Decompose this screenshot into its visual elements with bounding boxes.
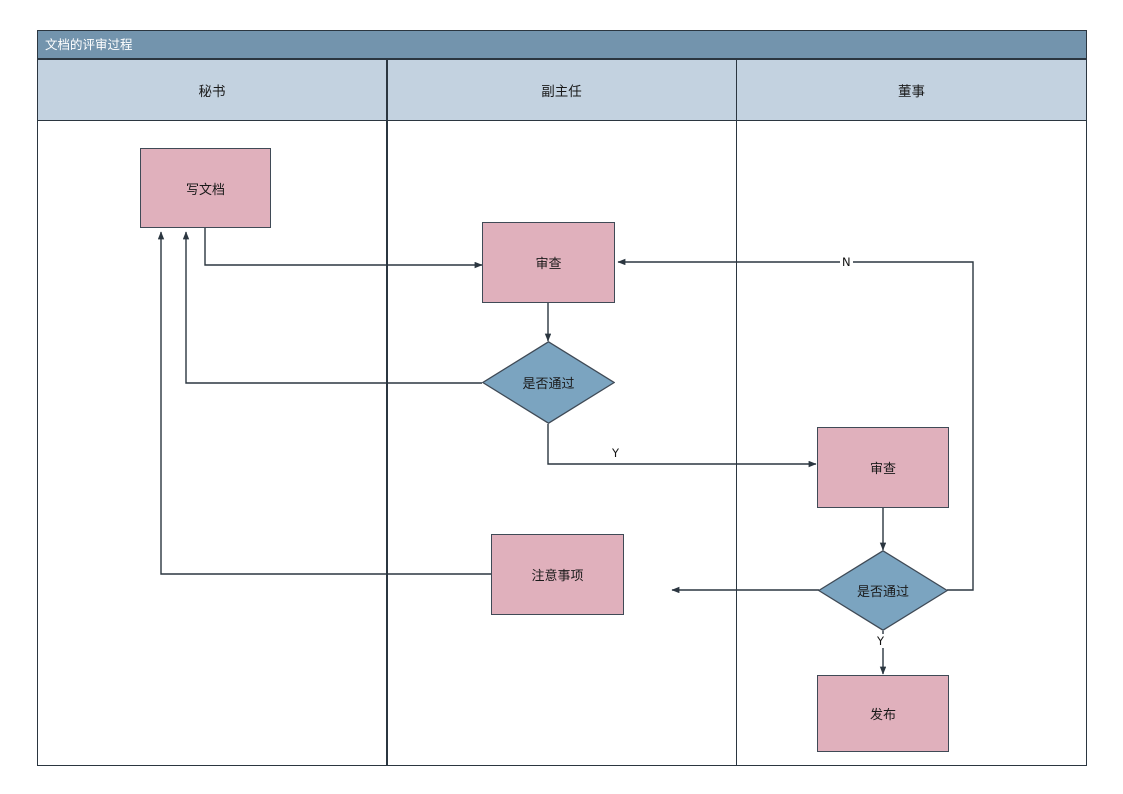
- lane-header-deputy-director[interactable]: 副主任: [386, 59, 737, 121]
- lane-header-director[interactable]: 董事: [736, 59, 1087, 121]
- node-notes[interactable]: 注意事项: [491, 534, 624, 615]
- lane-header-secretary[interactable]: 秘书: [37, 59, 387, 121]
- edge-label-director-yes: Y: [875, 634, 887, 648]
- node-decision-deputy[interactable]: 是否通过: [482, 341, 615, 424]
- node-review-deputy[interactable]: 审查: [482, 222, 615, 303]
- lane-header-secretary-label: 秘书: [198, 84, 226, 100]
- node-review-director-label: 审查: [869, 462, 896, 477]
- diagram-title: 文档的评审过程: [37, 30, 1087, 59]
- lane-header-deputy-director-label: 副主任: [541, 84, 582, 100]
- decision-diamond-shape: [482, 341, 615, 424]
- node-decision-director[interactable]: 是否通过: [818, 550, 948, 631]
- node-notes-label: 注意事项: [531, 569, 584, 584]
- lane-header-director-label: 董事: [898, 84, 925, 100]
- node-decision-deputy-label: 是否通过: [522, 377, 575, 392]
- edge-label-deputy-yes: Y: [610, 446, 622, 460]
- node-write-doc-label: 写文档: [185, 182, 225, 198]
- node-review-director[interactable]: 审查: [817, 427, 949, 508]
- node-decision-director-label: 是否通过: [856, 585, 909, 600]
- node-publish[interactable]: 发布: [817, 675, 949, 752]
- decision-diamond-shape-2: [818, 550, 948, 631]
- node-write-doc[interactable]: 写文档: [140, 148, 271, 228]
- node-publish-label: 发布: [869, 708, 896, 723]
- edge-label-director-no: N: [840, 255, 853, 269]
- lane-body-deputy-director: [386, 121, 737, 766]
- node-review-deputy-label: 审查: [535, 257, 562, 272]
